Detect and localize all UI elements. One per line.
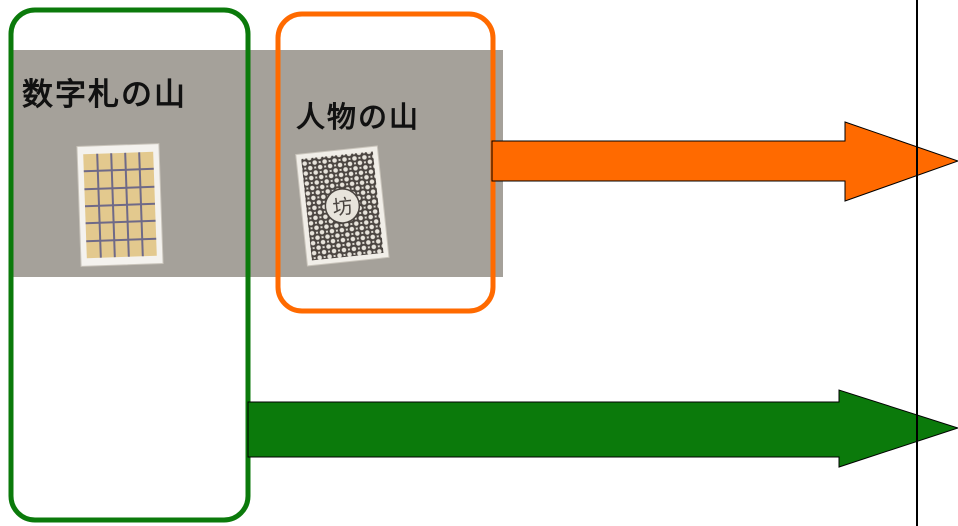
figure-cards-pile-label: 人物の山 xyxy=(296,100,420,134)
number-pile-highlight-box xyxy=(8,7,251,523)
number-card xyxy=(76,143,164,267)
number-cards-pile-label: 数字札の山 xyxy=(22,77,187,113)
card-piles-photo: 数字札の山 人物の山 坊 xyxy=(12,50,503,277)
number-card-grid xyxy=(83,151,157,259)
orange-arrow xyxy=(491,121,958,202)
green-arrow xyxy=(247,389,958,468)
figure-card: 坊 xyxy=(295,145,390,267)
figure-card-glyph: 坊 xyxy=(331,194,353,220)
